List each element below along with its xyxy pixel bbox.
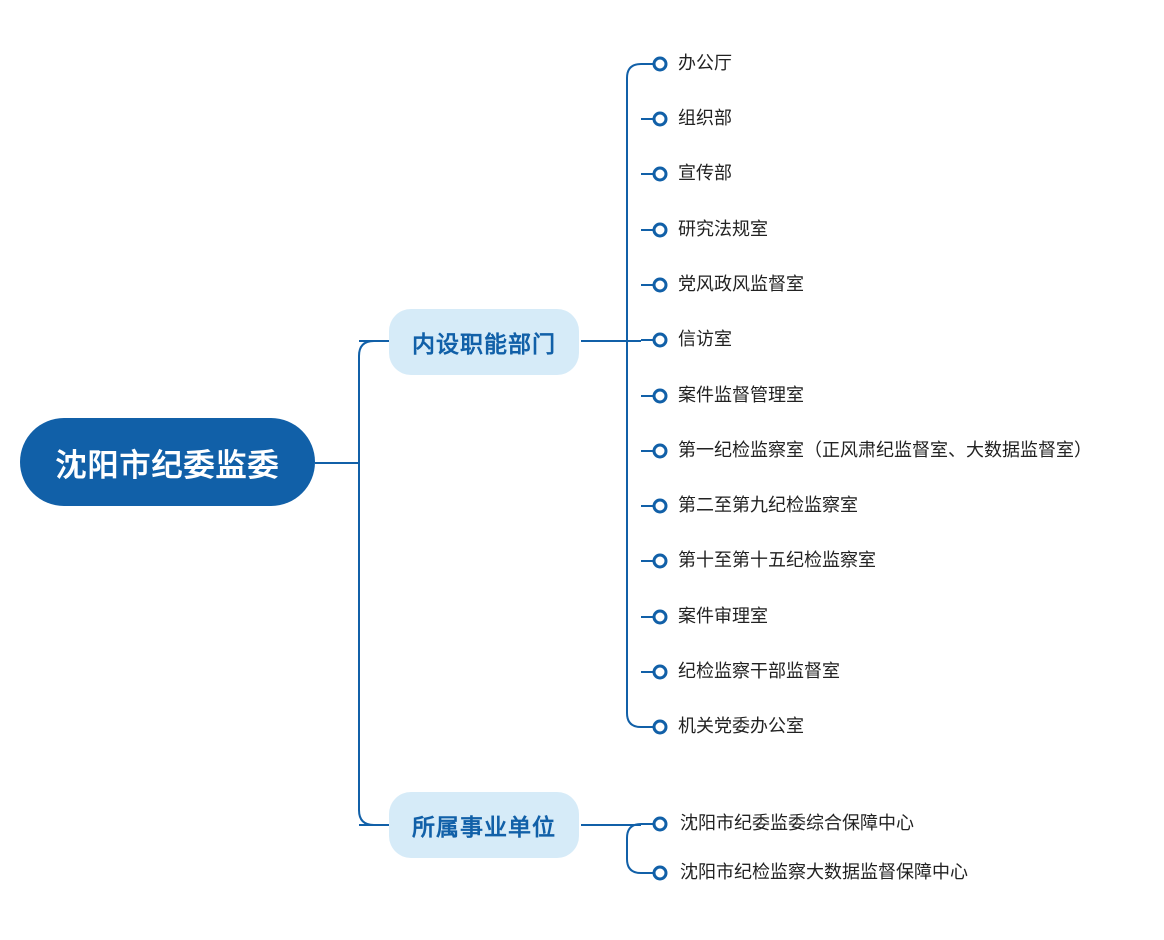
leaf-bullet-icon bbox=[652, 277, 668, 293]
leaf-bullet-icon bbox=[652, 553, 668, 569]
root-node[interactable]: 沈阳市纪委监委 bbox=[20, 418, 315, 506]
leaf-node[interactable]: 机关党委办公室 bbox=[678, 716, 804, 737]
leaf-node[interactable]: 纪检监察干部监督室 bbox=[678, 661, 840, 682]
leaf-node[interactable]: 第二至第九纪检监察室 bbox=[678, 495, 858, 516]
leaf-bullet-icon bbox=[652, 222, 668, 238]
branch-node-affiliated-institutions[interactable]: 所属事业单位 bbox=[389, 792, 579, 858]
leaf-bullet-icon bbox=[652, 664, 668, 680]
leaf-node[interactable]: 沈阳市纪委监委综合保障中心 bbox=[680, 813, 914, 834]
leaf-bullet-icon bbox=[652, 443, 668, 459]
leaf-bullet-icon bbox=[652, 56, 668, 72]
leaf-node[interactable]: 沈阳市纪检监察大数据监督保障中心 bbox=[680, 862, 968, 883]
leaf-bullet-icon bbox=[652, 816, 668, 832]
leaf-node[interactable]: 党风政风监督室 bbox=[678, 274, 804, 295]
leaf-node[interactable]: 宣传部 bbox=[678, 163, 732, 184]
leaf-node[interactable]: 第十至第十五纪检监察室 bbox=[678, 550, 876, 571]
leaf-bullet-icon bbox=[652, 111, 668, 127]
leaf-bullet-icon bbox=[652, 609, 668, 625]
leaf-node[interactable]: 办公厅 bbox=[678, 53, 732, 74]
leaf-node[interactable]: 第一纪检监察室（正风肃纪监督室、大数据监督室） bbox=[678, 440, 1092, 461]
root-trunk bbox=[358, 340, 375, 826]
leaf-bullet-icon bbox=[652, 166, 668, 182]
leaf-node[interactable]: 组织部 bbox=[678, 108, 732, 129]
leaf-bullet-icon bbox=[652, 388, 668, 404]
leaf-bullet-icon bbox=[652, 865, 668, 881]
leaf-node[interactable]: 研究法规室 bbox=[678, 219, 768, 240]
leaf-bullet-icon bbox=[652, 498, 668, 514]
leaf-node[interactable]: 案件监督管理室 bbox=[678, 385, 804, 406]
leaf-bullet-icon bbox=[652, 719, 668, 735]
affiliated-institutions-trunk bbox=[626, 823, 642, 874]
leaf-node[interactable]: 案件审理室 bbox=[678, 606, 768, 627]
leaf-bullet-icon bbox=[652, 332, 668, 348]
internal-departments-trunk bbox=[626, 63, 642, 728]
leaf-node[interactable]: 信访室 bbox=[678, 329, 732, 350]
branch-node-internal-departments[interactable]: 内设职能部门 bbox=[389, 309, 579, 375]
